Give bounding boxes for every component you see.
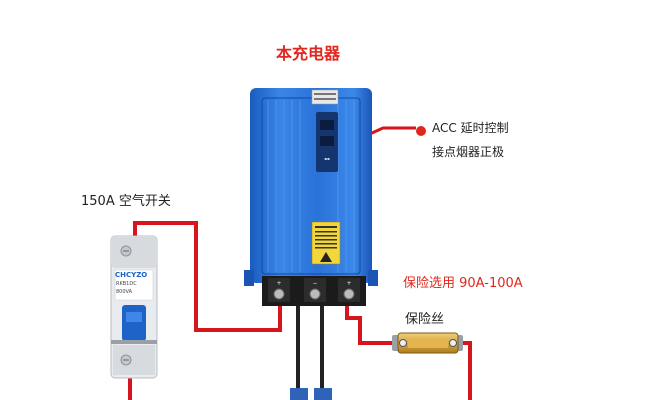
circuit-breaker	[110, 235, 158, 379]
red-wire-fuse	[345, 294, 392, 345]
breaker-model-text: RKB1DC	[116, 281, 137, 287]
red-wire-fuse-out	[463, 341, 472, 400]
svg-text:▪▪: ▪▪	[324, 156, 330, 161]
svg-text:+: +	[276, 280, 281, 287]
wires	[128, 126, 472, 400]
breaker-spec-text: 800VA	[116, 289, 133, 295]
acc-label-line2: 接点烟器正极	[432, 145, 505, 159]
charger-device: ▪▪ + − +	[244, 88, 378, 306]
fuse-range-label: 保险选用 90A-100A	[403, 276, 523, 291]
title-label: 本充电器	[276, 44, 341, 63]
svg-text:+: +	[346, 280, 351, 287]
acc-terminal-dot	[416, 126, 426, 136]
acc-label-line1: ACC 延时控制	[432, 121, 509, 135]
breaker-brand-text: CHCYZO	[115, 271, 148, 279]
fuse-label: 保险丝	[405, 312, 445, 327]
connector-left	[290, 388, 308, 400]
fuse	[392, 332, 463, 354]
connector-middle	[314, 388, 332, 400]
red-wire-breaker-top	[133, 221, 282, 332]
svg-text:−: −	[312, 280, 317, 287]
breaker-label: 150A 空气开关	[81, 194, 171, 209]
